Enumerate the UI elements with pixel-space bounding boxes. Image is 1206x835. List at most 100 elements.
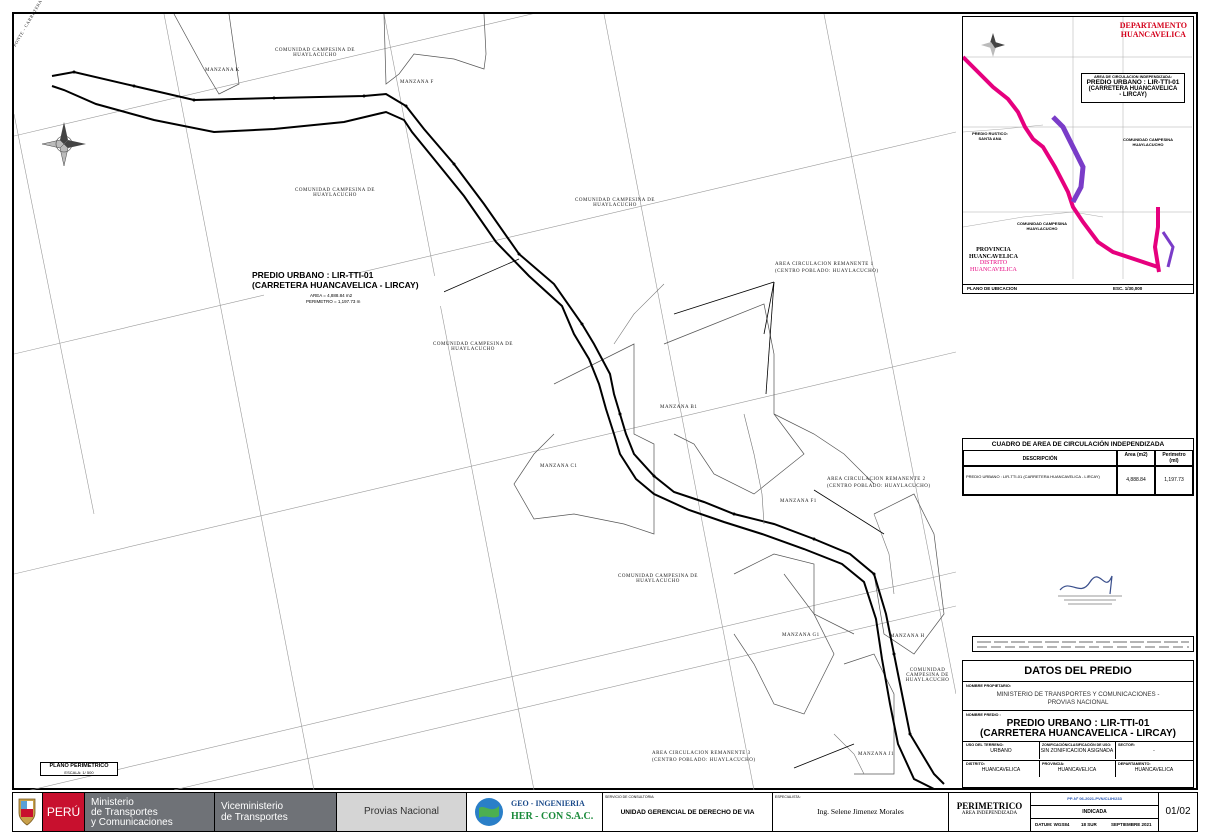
datos-provincia-label: PROVINCIA: [1042, 762, 1065, 766]
location-area-box-line3: (CARRETERA HUANCAVELICA [1088, 86, 1178, 92]
consultora-globe-icon [475, 798, 503, 826]
footer-consultora: GEO - INGENIERIA HER - CON S.A.C. [467, 793, 603, 831]
coordinate-grid [14, 14, 956, 790]
label-remanente2-a: AREA CIRCULACION REMANENTE 2 [827, 477, 926, 482]
predio-callout-bg [264, 276, 444, 306]
datos-uso-label: USO DEL TERRENO: [966, 743, 1004, 747]
datos-uso-row: USO DEL TERRENO: URBANO ZONIFICACIÓN/CLA… [963, 742, 1193, 761]
footer-codes: PP-Nº 06-2021-PVN/CLIH/233 INDICADA DATU… [1031, 793, 1159, 831]
predio-perimetro-text: PERIMETRO = 1,197.73 m [306, 299, 361, 304]
location-map: DEPARTAMENTO HUANCAVELICA AREA DE CIRCUL… [962, 16, 1194, 294]
location-predio-rustico: PREDIO RUSTICO: [972, 131, 1008, 136]
label-comunidad-5: COMUNIDAD CAMPESINA DE HUAYLACUCHO [618, 574, 698, 584]
location-dist-huancavelica: HUANCAVELICA [970, 266, 1017, 273]
footer-geo-line1: GEO - INGENIERIA [511, 799, 585, 808]
footer-perimetrico-title: PERIMETRICO [956, 801, 1023, 811]
location-huaylacucho-1: HUAYLACUCHO [1132, 142, 1164, 147]
datos-ubicacion-row: DISTRITO: HUANCAVELICA PROVINCIA: HUANCA… [963, 761, 1193, 777]
location-map-drawing [963, 17, 1192, 279]
predio-title-line2: (CARRETERA HUANCAVELICA - LIRCAY) [252, 280, 419, 290]
datos-zonificacion-value: SIN ZONIFICACION ASIGNADA [1040, 748, 1114, 754]
peru-shield-cell [13, 793, 43, 831]
location-prov-huancavelica: HUANCAVELICA [969, 253, 1018, 260]
datos-departamento-value: HUANCAVELICA [1134, 767, 1174, 773]
datos-uso-value: URBANO [990, 748, 1012, 754]
datos-propietario-label: NOMBRE PROPIETARIO: [966, 684, 1012, 688]
location-comunidad-1: COMUNIDAD CAMPESINA [1123, 137, 1173, 142]
footer-fecha: SEPTIEMBRE 2021 [1111, 822, 1152, 827]
drawing-frame [12, 12, 1198, 790]
plano-perimetrico-stamp: PLANO PERIMETRICO ESCALA: 1/ 500 [40, 762, 118, 776]
label-comunidad-2: COMUNIDAD CAMPESINA DE HUAYLACUCHO [295, 188, 375, 198]
signature-stamp-icon [1058, 575, 1122, 605]
label-comunidad-4: COMUNIDAD CAMPESINA DE HUAYLACUCHO [433, 342, 513, 352]
footer-unidad: UNIDAD GERENCIAL DE DERECHO DE VIA [620, 809, 755, 816]
label-manzana-f: MANZANA F [400, 80, 434, 85]
location-plano-ubicacion: PLANO DE UBICACION [967, 286, 1018, 291]
footer-ministerio-line2: de Transportes [91, 807, 158, 818]
cuadro-header-perimetro: Perimetro (ml) [1155, 450, 1193, 466]
predio-boundary [51, 70, 945, 790]
datos-predio-line2: (CARRETERA HUANCAVELICA - LIRCAY) [980, 728, 1176, 739]
location-distrito: DISTRITO [979, 260, 1008, 266]
vertex-markers [72, 70, 912, 736]
label-manzana-k: MANZANA K [205, 68, 240, 73]
cuadro-area-table: CUADRO DE AREA DE CIRCULACIÓN INDEPENDIZ… [962, 438, 1194, 496]
datos-title: DATOS DEL PREDIO [963, 661, 1193, 682]
footer-especialista-label: ESPECIALISTA: [775, 795, 801, 799]
datos-predio-line1: PREDIO URBANO : LIR-TTI-01 [1006, 718, 1150, 729]
footer-codigo: PP-Nº 06-2021-PVN/CLIH/233 [1031, 793, 1158, 806]
footer-viceministerio: Viceministerio de Transportes [215, 793, 337, 831]
footer-vice-line1: Viceministerio [221, 801, 284, 812]
datos-predio-section: NOMBRE PREDIO : PREDIO URBANO : LIR-TTI-… [963, 711, 1193, 742]
location-area-box-line4: - LIRCAY) [1119, 92, 1147, 98]
cuadro-row-area: 4,888.84 [1117, 466, 1155, 495]
datos-zonificacion-label: ZONIFICACIÓN/CLASIFICACIÓN DE USO: [1042, 743, 1112, 747]
north-arrow-icon [41, 122, 86, 167]
plano-perimetrico-escala: ESCALA: 1/ 500 [64, 770, 94, 775]
datos-sector-label: SECTOR: [1118, 743, 1136, 747]
label-comunidad-1: COMUNIDAD CAMPESINA DE HUAYLACUCHO [275, 48, 355, 58]
label-manzana-f1: MANZANA F1 [780, 499, 817, 504]
label-manzana-b1: MANZANA B1 [660, 405, 698, 410]
peru-shield-icon [18, 798, 36, 826]
footer-indicada: INDICADA [1031, 806, 1158, 819]
location-area-box-line1: AREA DE CIRCULACION INDEPENDIZADA: [1093, 75, 1173, 79]
remnant-areas [613, 283, 895, 775]
footer-area-indep: AREA INDEPENDIZADA [961, 811, 1018, 816]
datos-provincia-value: HUANCAVELICA [1057, 767, 1097, 773]
cuadro-header-area: Area (m2) [1117, 450, 1155, 466]
label-manzana-g1: MANZANA G1 [782, 633, 820, 638]
footer-title-block: PERÚ Ministerio de Transportes y Comunic… [12, 792, 1198, 832]
location-departamento: DEPARTAMENTO [1119, 21, 1187, 30]
notes-box [972, 636, 1194, 652]
perimetric-map [14, 14, 956, 790]
location-huancavelica: HUANCAVELICA [1120, 30, 1186, 39]
footer-perimetrico: PERIMETRICO AREA INDEPENDIZADA [949, 793, 1031, 831]
datos-distrito-label: DISTRITO: [966, 762, 985, 766]
label-remanente2-b: (CENTRO POBLADO: HUAYLACUCHO) [827, 484, 931, 489]
cuadro-header-descripcion: DESCRIPCIÓN [963, 450, 1117, 466]
footer-especialista: ESPECIALISTA: Ing. Selene Jimenez Morale… [773, 793, 949, 831]
cuadro-row-descripcion: PREDIO URBANO : LIR-TTI-01 (CARRETERA HU… [963, 466, 1117, 495]
label-remanente3-b: (CENTRO POBLADO: HUAYLACUCHO) [652, 758, 756, 763]
footer-geo-line2: HER - CON S.A.C. [511, 811, 594, 822]
location-santa-ana: SANTA ANA [978, 136, 1002, 141]
footer-vice-line2: de Transportes [221, 812, 288, 823]
location-escala: ESC. 1/30,000 [1113, 286, 1143, 291]
location-huaylacucho-2: HUAYLACUCHO [1026, 226, 1058, 231]
datos-departamento-label: DEPARTAMENTO: [1118, 762, 1151, 766]
label-manzana-h: MANZANA H [890, 634, 925, 639]
notes-lines [977, 641, 1189, 648]
label-remanente3-a: AREA CIRCULACION REMANENTE 3 [652, 751, 751, 756]
footer-provias: Provias Nacional [337, 793, 467, 831]
label-manzana-j1: MANZANA J1 [858, 752, 894, 757]
footer-ministerio: Ministerio de Transportes y Comunicacion… [85, 793, 215, 831]
location-area-box: AREA DE CIRCULACION INDEPENDIZADA: PREDI… [1081, 73, 1185, 103]
footer-peru: PERÚ [43, 793, 85, 831]
footer-lamina: 01/02 [1165, 806, 1191, 817]
parcel-outlines [173, 14, 945, 775]
location-provincia: PROVINCIA [976, 247, 1011, 253]
footer-datum: DATUM: WGS84 [1035, 822, 1070, 827]
footer-zona: 18 SUR [1081, 822, 1097, 827]
